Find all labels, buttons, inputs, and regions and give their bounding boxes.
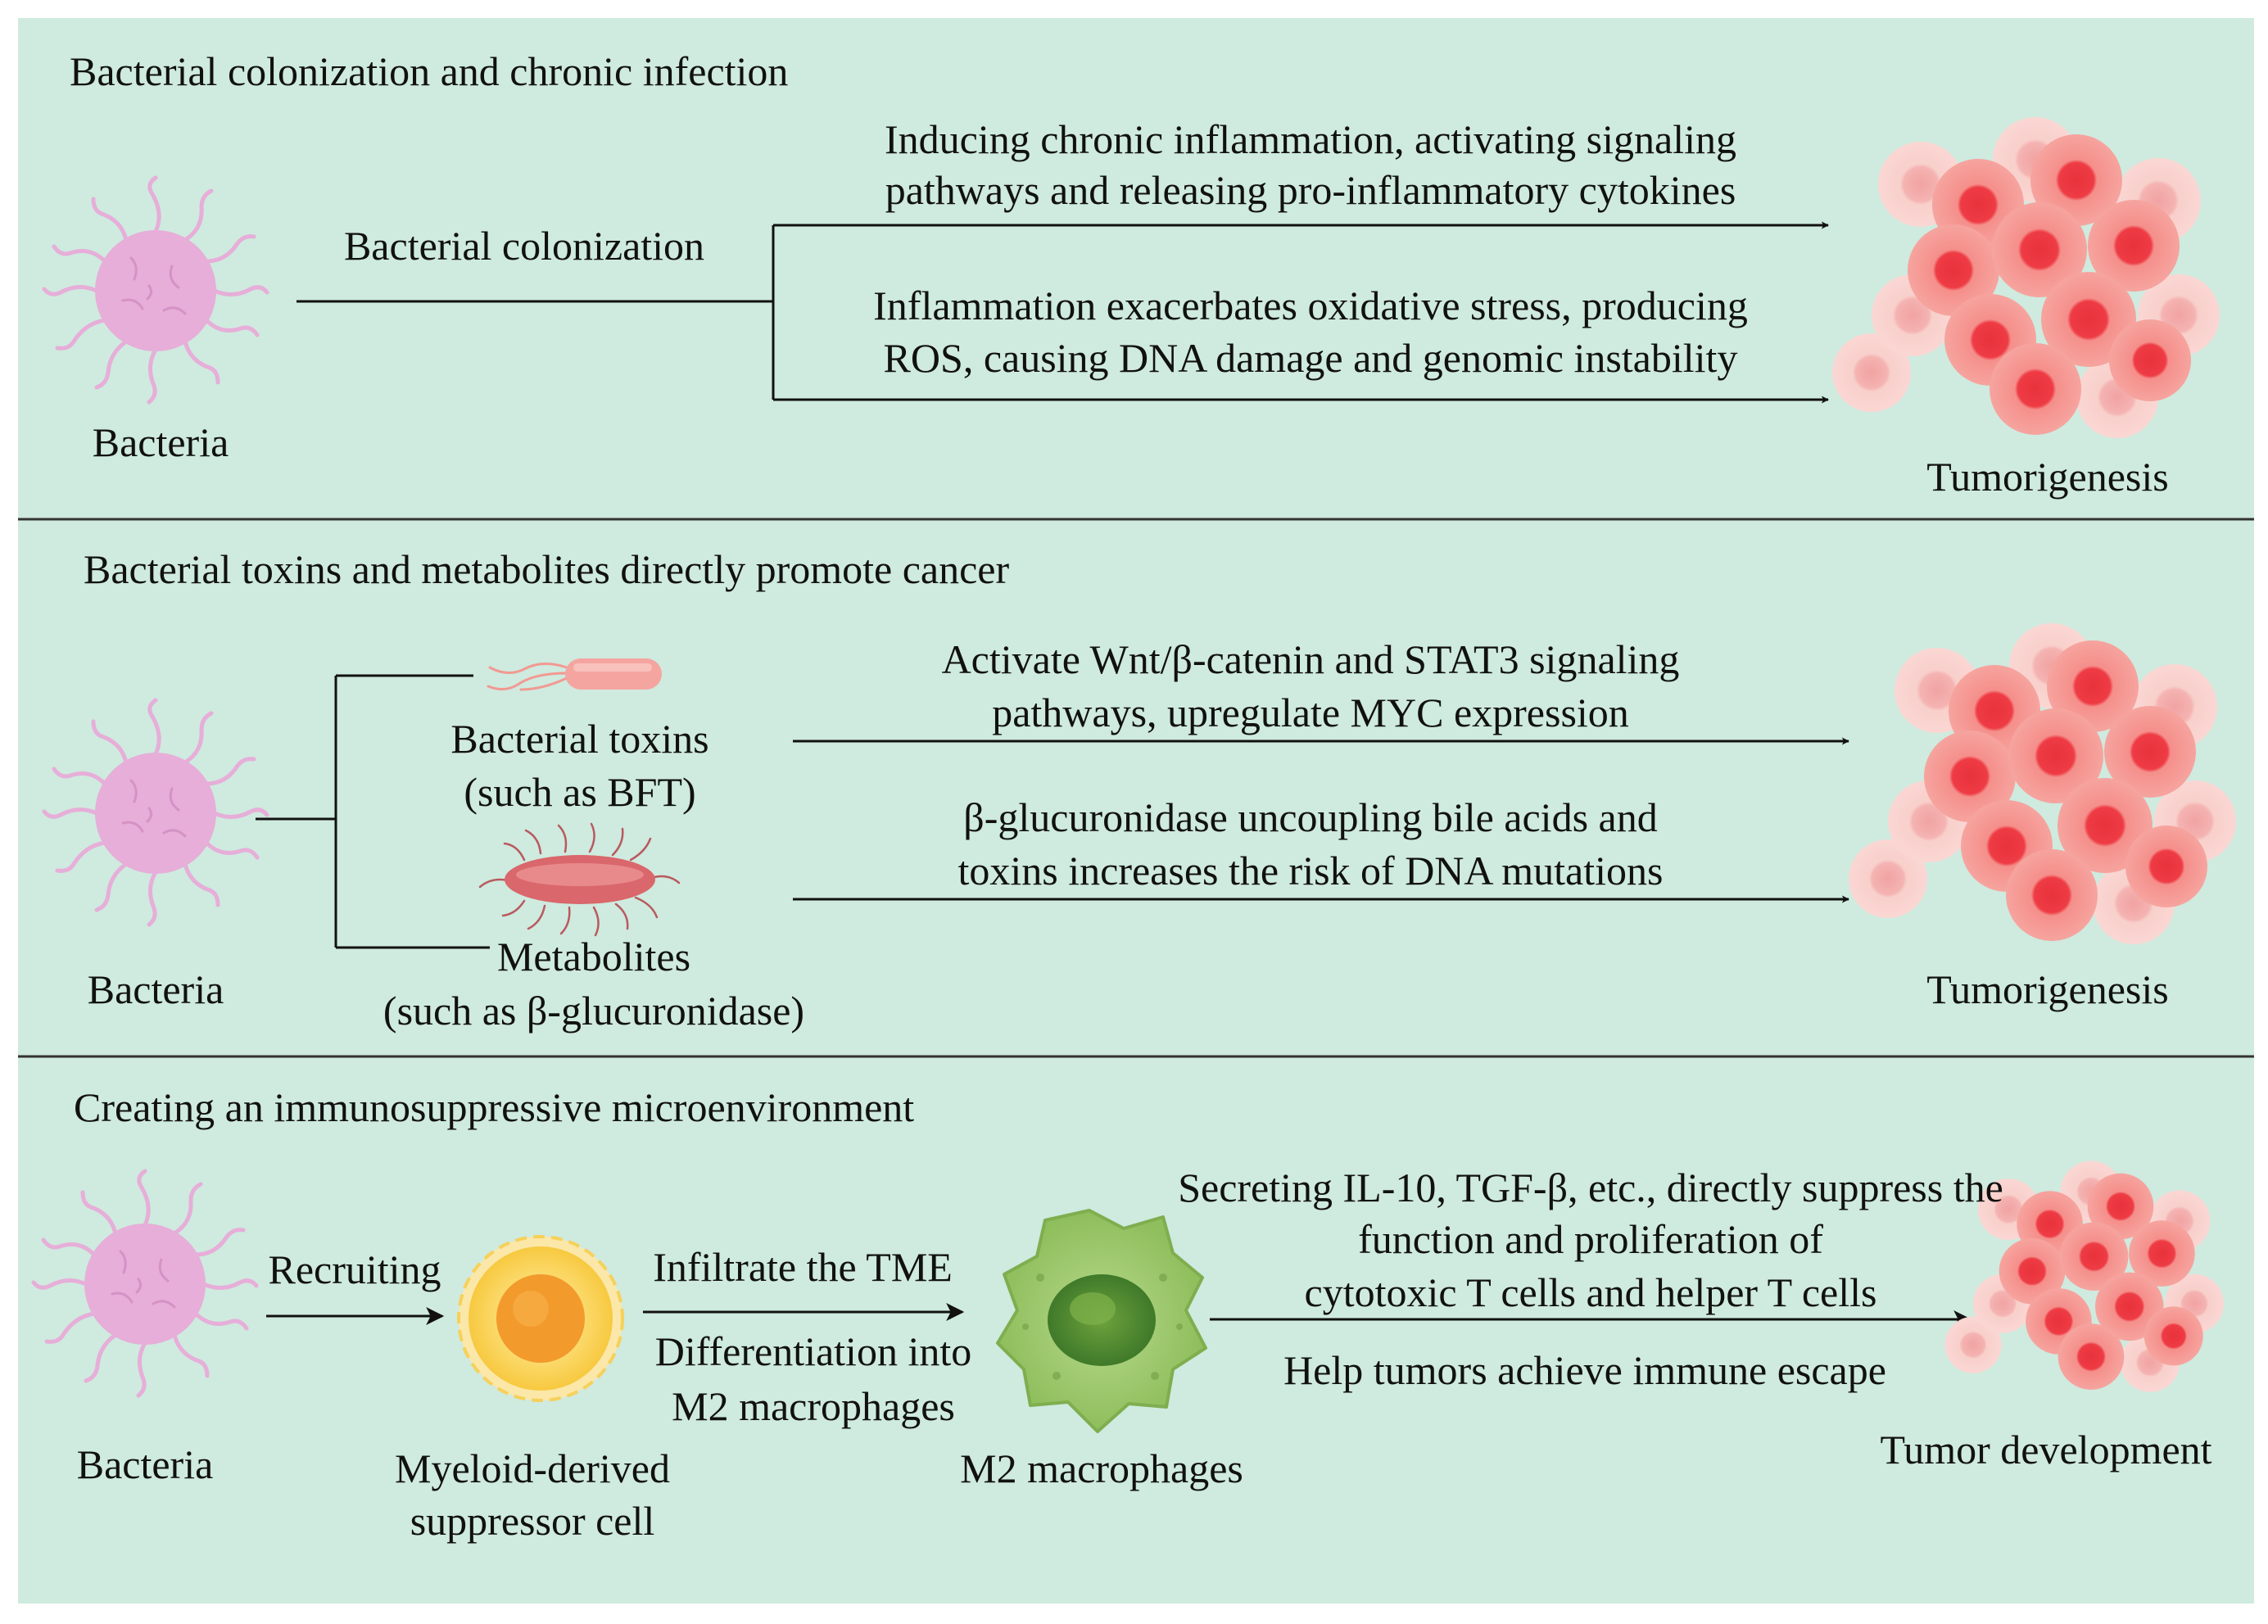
source-label: Bacteria [92,419,229,465]
source-label: Bacteria [87,966,224,1012]
step-label: M2 macrophages [672,1383,955,1429]
cell-label: M2 macrophages [960,1445,1243,1491]
arrow-label: β-glucuronidase uncoupling bile acids an… [963,794,1658,840]
branch-label: Bacterial colonization [343,223,705,269]
cell-label: suppressor cell [410,1498,655,1544]
outcome-label: Tumor development [1880,1427,2212,1472]
branch-label: (such as β-glucuronidase) [383,988,805,1034]
arrow-label: Inducing chronic inflammation, activatin… [884,116,1737,162]
step-label: cytotoxic T cells and helper T cells [1304,1269,1877,1315]
rod-bacterium-icon [487,658,662,691]
branch-label: Metabolites [496,934,691,979]
branch-connector [297,221,1829,404]
section-title: Bacterial colonization and chronic infec… [70,48,789,94]
arrow-label: ROS, causing DNA damage and genomic inst… [883,335,1738,381]
source-label: Bacteria [76,1441,214,1487]
section-title: Creating an immunosuppressive microenvir… [74,1084,915,1130]
outcome-label: Tumorigenesis [1926,966,2169,1012]
step-label: Infiltrate the TME [653,1244,953,1290]
step-label: Differentiation into [654,1328,972,1374]
branch-connector [256,674,1849,949]
cell-label: Myeloid-derived [394,1445,671,1491]
macrophage-icon [996,1209,1207,1433]
step-label: function and proliferation of [1358,1216,1823,1262]
step-label: Recruiting [268,1246,441,1292]
branch-label: Bacterial toxins [450,716,709,762]
section-title: Bacterial toxins and metabolites directl… [84,546,1010,592]
arrow-label: Activate Wnt/β-catenin and STAT3 signali… [941,636,1680,682]
arrow-label: toxins increases the risk of DNA mutatio… [957,848,1664,893]
flagellated-bacterium-icon [478,822,681,937]
outcome-label: Tumorigenesis [1926,454,2169,500]
branch-label: (such as BFT) [464,769,696,815]
mdsc-icon [457,1235,624,1402]
step-label: Secreting IL-10, TGF-β, etc., directly s… [1178,1165,2003,1210]
arrow-label: Inflammation exacerbates oxidative stres… [873,283,1748,328]
arrow-label: pathways and releasing pro-inflammatory … [885,167,1736,213]
step-label: Help tumors achieve immune escape [1283,1347,1886,1393]
arrow-label: pathways, upregulate MYC expression [992,690,1629,735]
